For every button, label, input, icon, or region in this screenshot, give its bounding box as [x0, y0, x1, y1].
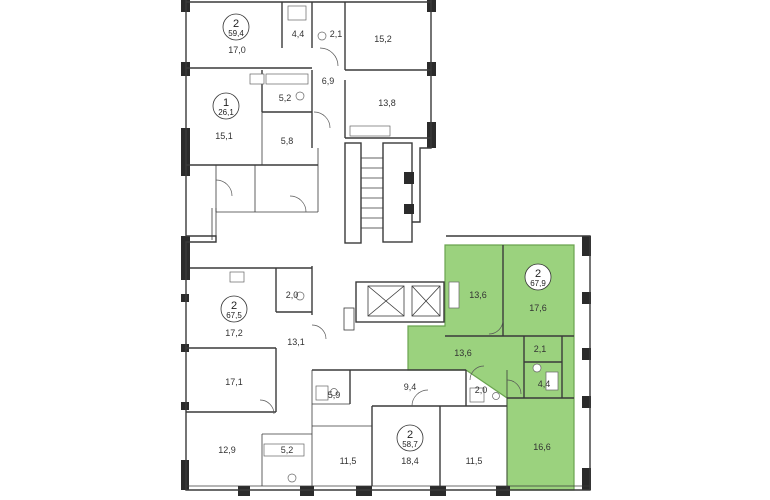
- total-area: 26,1: [218, 108, 234, 117]
- bottom-center-walls: [312, 365, 507, 486]
- perimeter: [185, 0, 591, 491]
- room-area: 18,4: [401, 456, 419, 466]
- room-area: 11,5: [466, 456, 483, 466]
- top-block-walls: [186, 2, 431, 213]
- room-area: 2,0: [475, 385, 488, 395]
- lower-left-walls: [186, 266, 327, 486]
- room-area: 17,6: [529, 303, 547, 313]
- room-area: 15,2: [374, 34, 392, 44]
- room-area: 2,1: [534, 344, 547, 354]
- room-count: 2: [231, 300, 237, 312]
- room-labels: 17,0 4,4 2,1 15,2 6,9 5,2 13,8 15,1 5,8 …: [215, 29, 551, 466]
- room-area: 12,9: [218, 445, 236, 455]
- room-area: 15,1: [215, 131, 233, 141]
- room-area: 13,8: [378, 98, 396, 108]
- apartment-badge-top-left[interactable]: 2 59,4: [222, 13, 250, 41]
- room-area: 13,1: [287, 337, 305, 347]
- room-area: 5,8: [281, 136, 294, 146]
- room-area: 5,2: [281, 445, 294, 455]
- room-area: 11,5: [340, 456, 357, 466]
- stair-core: [344, 142, 414, 244]
- room-area: 17,2: [225, 328, 243, 338]
- room-area: 6,9: [322, 76, 335, 86]
- total-area: 67,9: [530, 279, 546, 288]
- room-count: 2: [535, 268, 541, 280]
- total-area: 67,5: [226, 311, 242, 320]
- room-area: 5,9: [328, 390, 341, 400]
- highlight-walls: [445, 245, 574, 490]
- apartment-badge-lower-left[interactable]: 2 67,5: [220, 295, 248, 323]
- room-area: 2,1: [330, 29, 343, 39]
- room-area: 4,4: [292, 29, 305, 39]
- elevator-core: [343, 281, 445, 331]
- room-count: 2: [233, 18, 239, 30]
- room-area: 5,2: [279, 93, 292, 103]
- room-count: 2: [407, 429, 413, 441]
- room-count: 1: [223, 97, 229, 109]
- room-area: 13,6: [454, 348, 472, 358]
- room-area: 16,6: [533, 442, 551, 452]
- room-area: 2,0: [286, 290, 299, 300]
- room-area: 17,1: [225, 377, 243, 387]
- windows: [211, 208, 578, 240]
- apartment-badge-right-highlight[interactable]: 2 67,9: [524, 263, 552, 291]
- total-area: 59,4: [228, 29, 244, 38]
- apartment-badge-mid-left[interactable]: 1 26,1: [212, 92, 240, 120]
- total-area: 58,7: [402, 440, 418, 449]
- room-area: 17,0: [228, 45, 246, 55]
- room-area: 4,4: [538, 379, 551, 389]
- room-area: 9,4: [404, 382, 417, 392]
- room-area: 13,6: [469, 290, 487, 300]
- apartment-badge-bottom-center[interactable]: 2 58,7: [396, 424, 424, 452]
